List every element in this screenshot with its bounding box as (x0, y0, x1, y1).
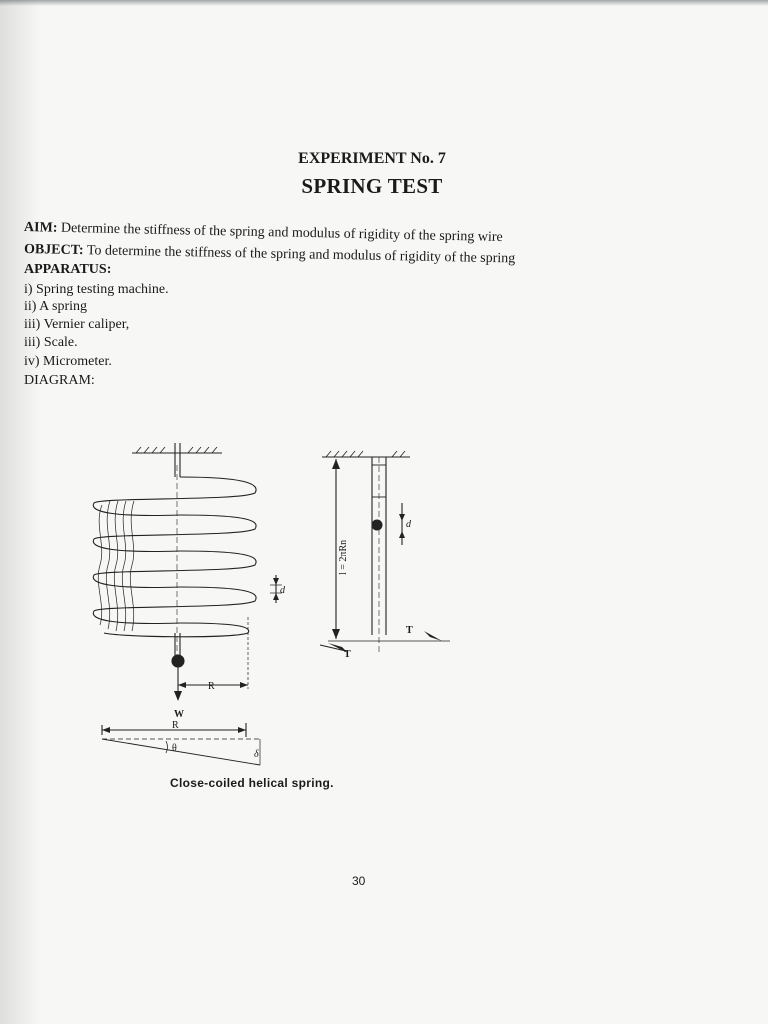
apparatus-heading: APPARATUS: (24, 262, 112, 277)
torque-t-label-right: T (406, 625, 413, 636)
torque-t-label-left: T (344, 649, 351, 660)
aim-line: AIM: Determine the stiffness of the spri… (24, 220, 503, 246)
diagram-caption: Close-coiled helical spring. (170, 776, 334, 790)
length-label: l = 2πRn (338, 540, 349, 575)
apparatus-item: iv) Micrometer. (24, 354, 112, 369)
object-label: OBJECT: (23, 242, 84, 259)
theta-label: θ (172, 743, 177, 754)
bottom-r-label: R (172, 720, 179, 731)
page-shadow (0, 0, 40, 1024)
apparatus-item: i) Spring testing machine. (24, 282, 169, 297)
page-number: 30 (352, 874, 366, 888)
spring-coils (92, 476, 257, 638)
shaft-d-label: d (406, 519, 412, 530)
apparatus-item: iii) Vernier caliper, (24, 317, 130, 332)
experiment-number: EXPERIMENT No. 7 (298, 150, 446, 167)
spring-diagram: d R W R θ δ l = 2πRn d T T (92, 443, 450, 766)
spring-d-label: d (280, 585, 286, 596)
load-w-label: W (174, 709, 184, 720)
spring-load-pin (171, 654, 185, 668)
spring-support-hatch (135, 446, 218, 454)
apparatus-item: ii) A spring (24, 299, 88, 314)
aim-text: Determine the stiffness of the spring an… (57, 220, 503, 246)
page-top-edge (0, 0, 768, 6)
page-title: SPRING TEST (301, 174, 443, 198)
aim-label: AIM: (23, 220, 58, 236)
diagram-heading: DIAGRAM: (24, 373, 95, 388)
spring-r-label: R (208, 681, 215, 692)
apparatus-item: iii) Scale. (24, 335, 78, 350)
delta-label: δ (254, 749, 259, 760)
object-text: To determine the stiffness of the spring… (83, 243, 516, 267)
